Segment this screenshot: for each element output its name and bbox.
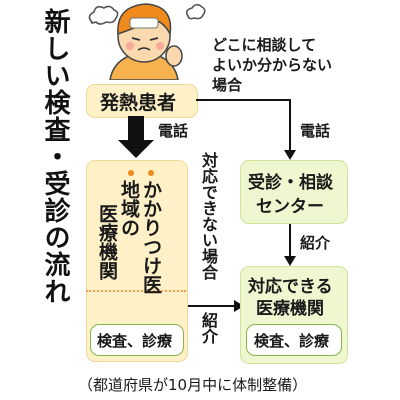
referral-side-label: 紹介 xyxy=(199,312,218,344)
not-available-label: 対応できない場合 xyxy=(199,152,218,280)
clinic-local-line-2: 医療機関 xyxy=(96,204,118,280)
exam-box-left xyxy=(90,324,184,356)
clinic-dotted-divider xyxy=(86,290,186,292)
consult-center-line-2: センター xyxy=(256,197,324,217)
consult-center-line-1: 受診・相談 xyxy=(248,173,333,193)
patient-label: 発熱患者 xyxy=(100,92,177,114)
capable-facility-line-1: 対応できる xyxy=(248,277,333,297)
exam-label-right: 検査、診療 xyxy=(254,332,330,350)
phone-label-right: 電話 xyxy=(300,122,331,140)
note-unsure-line-1: どこに相談して xyxy=(212,36,317,54)
note-unsure-line-2: よいか分からない xyxy=(212,56,333,74)
footnote: （都道府県が10月中に体制整備） xyxy=(78,376,308,394)
clinic-local-line-1: 地域の xyxy=(118,180,140,237)
capable-facility-line-2: 医療機関 xyxy=(256,299,324,319)
consult-center-box xyxy=(240,160,348,224)
bullet-dot-2 xyxy=(128,170,134,176)
phone-label-left: 電話 xyxy=(158,122,189,140)
bullet-dot-1 xyxy=(148,170,154,176)
feverish-patient-illustration xyxy=(88,3,206,80)
note-unsure-line-3: 場合 xyxy=(212,76,243,94)
exam-box-right xyxy=(246,324,342,356)
referral-down-label: 紹介 xyxy=(300,234,331,252)
exam-label-left: 検査、診療 xyxy=(97,332,173,350)
title: 新しい検査・受診の流れ xyxy=(40,8,70,305)
clinic-family-doctor: かかりつけ医 xyxy=(140,180,162,294)
